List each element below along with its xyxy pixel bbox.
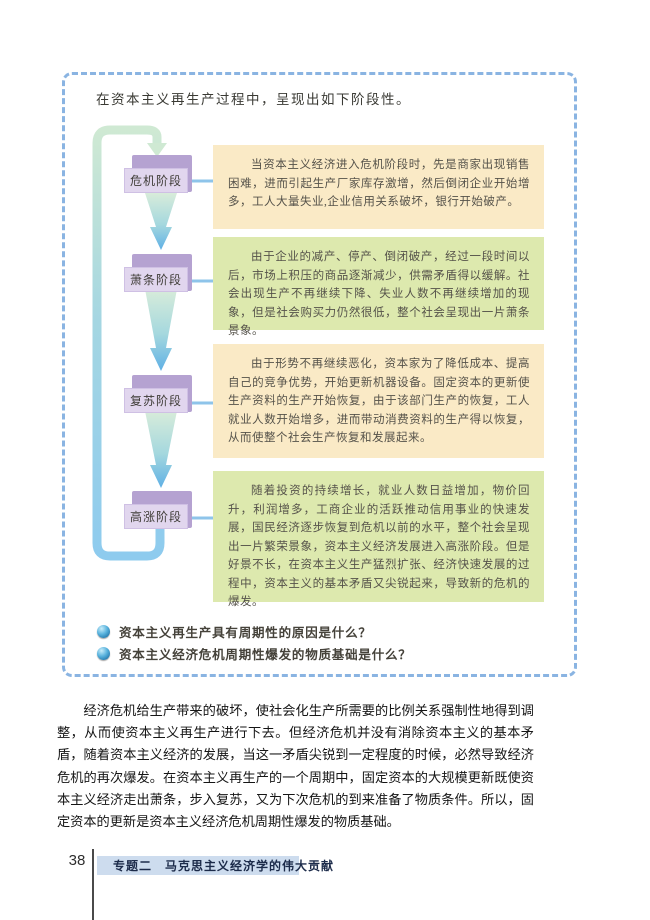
footer-divider bbox=[92, 849, 94, 920]
stage-box-depression: 萧条阶段 bbox=[124, 254, 192, 292]
stage-label: 萧条阶段 bbox=[124, 267, 188, 292]
stage-label: 复苏阶段 bbox=[124, 388, 188, 413]
sphere-bullet-icon bbox=[97, 646, 110, 660]
page-number: 38 bbox=[68, 852, 86, 869]
question-text: 资本主义再生产具有周期性的原因是什么？ bbox=[119, 625, 372, 640]
stage-description-depression: 由于企业的减产、停产、倒闭破产，经过一段时间以后，市场上积压的商品逐渐减少，供需… bbox=[213, 237, 544, 337]
stage-label: 危机阶段 bbox=[124, 168, 188, 193]
stage-box-boom: 高涨阶段 bbox=[124, 491, 192, 529]
activity-panel-border bbox=[62, 72, 577, 677]
footer-chapter-banner: 专题二 马克思主义经济学的伟大贡献 bbox=[97, 856, 333, 875]
stage-box-crisis: 危机阶段 bbox=[124, 155, 192, 193]
stage-description-recovery: 由于形势不再继续恶化，资本家为了降低成本、提高自己的竞争优势，开始更新机器设备。… bbox=[213, 344, 544, 458]
stage-description-crisis: 当资本主义经济进入危机阶段时，先是商家出现销售困难，进而引起生产厂家库存激增，然… bbox=[213, 145, 544, 229]
sphere-bullet-icon bbox=[97, 624, 110, 638]
question-text: 资本主义经济危机周期性爆发的物质基础是什么？ bbox=[119, 647, 412, 662]
body-paragraph: 经济危机给生产带来的破坏，使社会化生产所需要的比例关系强制性地得到调整，从而使资… bbox=[57, 703, 534, 830]
stage-description-boom: 随着投资的持续增长，就业人数日益增加，物价回升，利润增多，工商企业的活跃推动信用… bbox=[213, 471, 544, 608]
panel-intro-text: 在资本主义再生产过程中，呈现出如下阶段性。 bbox=[96, 92, 411, 107]
question-row: 资本主义再生产具有周期性的原因是什么？ bbox=[97, 621, 372, 641]
question-row: 资本主义经济危机周期性爆发的物质基础是什么？ bbox=[97, 643, 412, 663]
stage-box-recovery: 复苏阶段 bbox=[124, 375, 192, 413]
stage-label: 高涨阶段 bbox=[124, 504, 188, 529]
